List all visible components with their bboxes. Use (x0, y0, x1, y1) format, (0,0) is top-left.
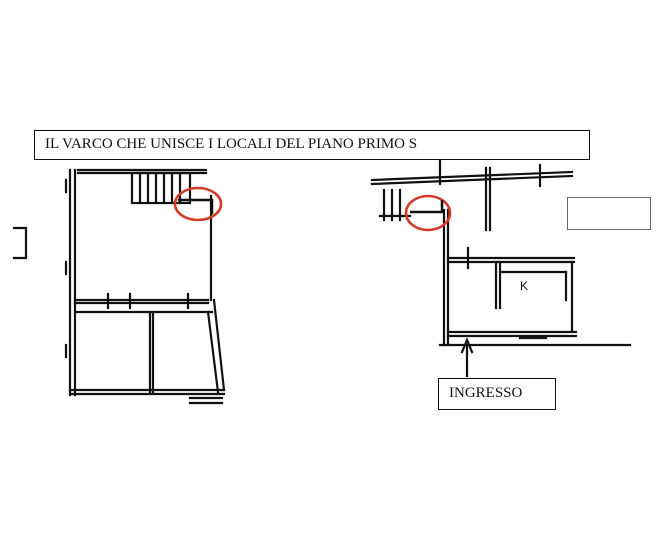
left-highlight-circle (173, 186, 223, 222)
caption-label: IL VARCO CHE UNISCE I LOCALI DEL PIANO P… (34, 130, 590, 160)
room-marker-k: K (520, 279, 528, 293)
right-plan-walls (370, 158, 632, 378)
left-plan-walls (64, 168, 226, 405)
right-highlight-circle (404, 194, 452, 232)
left-edge-bracket (12, 226, 28, 260)
entrance-label: INGRESSO (438, 378, 556, 410)
blank-label-box (567, 197, 651, 230)
